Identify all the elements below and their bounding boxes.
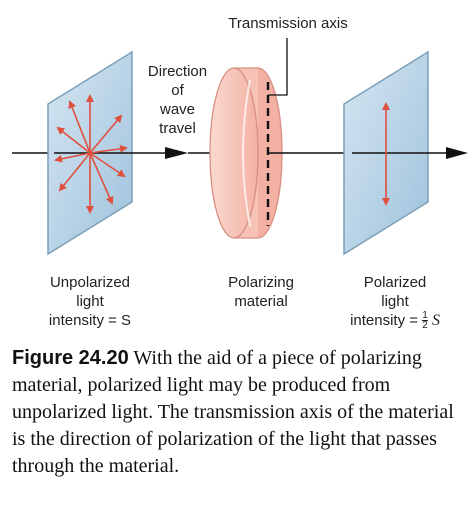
unpolarized-label: Unpolarized light intensity = S	[20, 273, 160, 330]
polarized-line-1: Polarized	[363, 274, 427, 291]
material-line-2: material	[234, 293, 288, 310]
polarizing-material-label: Polarizing material	[196, 273, 326, 311]
intensity-symbol: S	[431, 312, 440, 329]
transmission-axis-label: Transmission axis	[218, 14, 358, 33]
polarized-intensity-prefix: intensity =	[350, 312, 419, 329]
unpolarized-line-3: intensity = S	[48, 312, 132, 329]
polarization-diagram	[12, 38, 468, 256]
transmission-axis-text: Transmission axis	[228, 15, 348, 32]
polarized-intensity-line: intensity = 1 2 S	[325, 310, 465, 331]
unpolarized-line-1: Unpolarized	[49, 274, 131, 291]
direction-line-2: of	[171, 82, 184, 99]
polarizing-material	[209, 67, 283, 239]
transmission-axis-leader	[268, 38, 288, 96]
polarized-label: Polarized light intensity = 1 2 S	[325, 273, 465, 331]
output-arrowhead	[446, 147, 468, 159]
unpolarized-arrows	[54, 94, 128, 214]
figure-number: Figure 24.20	[12, 347, 129, 369]
direction-label: Direction of wave travel	[130, 62, 225, 138]
one-half-fraction: 1 2	[422, 310, 428, 331]
polarization-figure: Transmission axis Direction of wave trav…	[12, 14, 468, 331]
fraction-denominator: 2	[422, 320, 428, 331]
figure-caption: Figure 24.20 With the aid of a piece of …	[12, 345, 467, 480]
direction-line-3: wave	[159, 101, 196, 118]
direction-line-4: travel	[159, 120, 196, 137]
unpolarized-line-2: light	[76, 293, 104, 310]
direction-arrowhead	[165, 147, 188, 159]
direction-line-1: Direction	[147, 63, 208, 80]
material-line-1: Polarizing	[228, 274, 294, 291]
polarized-line-2: light	[381, 293, 409, 310]
caption-text: With the aid of a piece of polarizing ma…	[12, 347, 454, 477]
fraction-numerator: 1	[422, 310, 428, 321]
